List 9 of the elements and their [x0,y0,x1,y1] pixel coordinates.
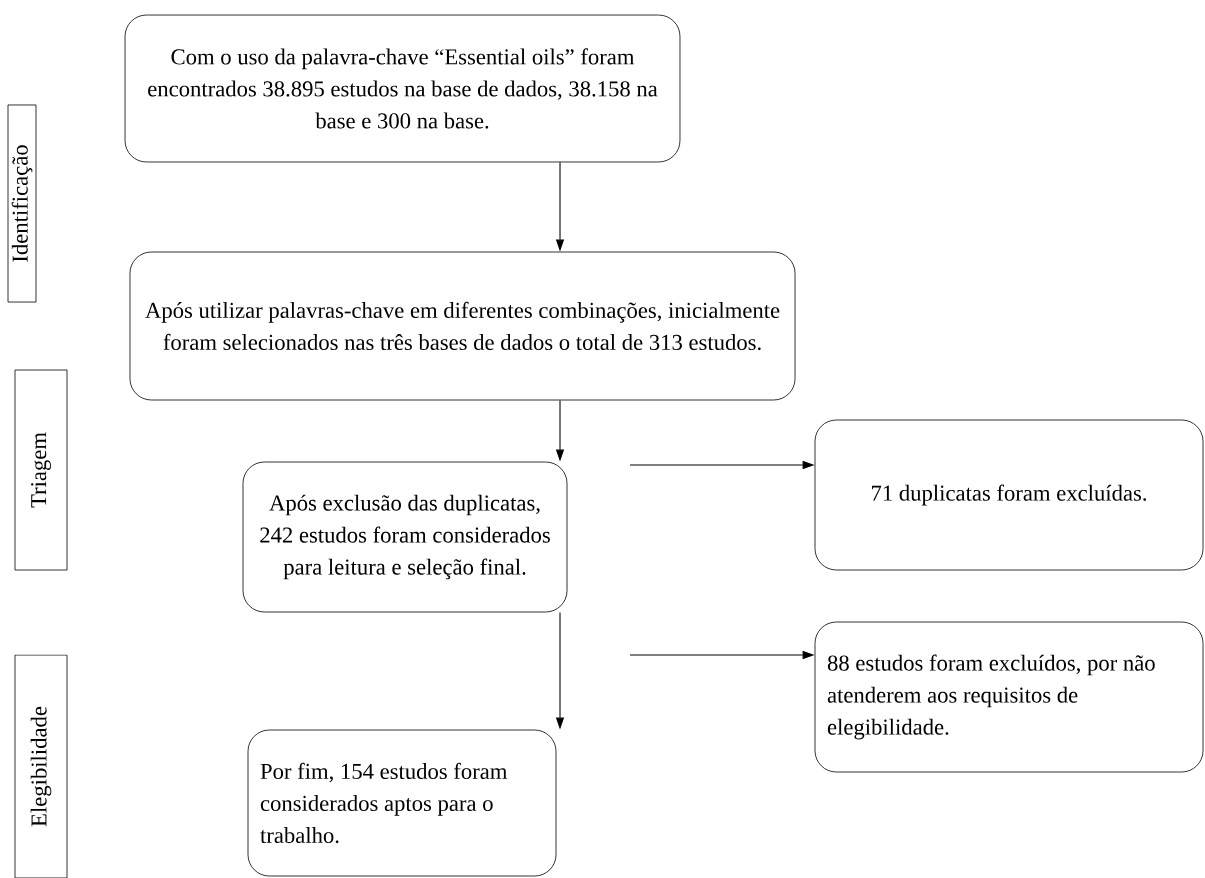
process-box: 88 estudos foram excluídos, por não atenderem aos requisitos de elegibilidade. [814,621,1204,773]
process-box: 71 duplicatas foram excluídas. [814,419,1204,571]
stage-label: Triagem [14,369,68,571]
process-box: Por fim, 154 estudos foram considerados aptos para o trabalho. [247,729,557,877]
process-box: Após utilizar palavras-chave em diferentes combinações, inicialmente foram selecionados nas três bases de dados o total de 313 estudos. [129,251,796,401]
process-box: Após exclusão das duplicatas, 242 estudos foram considerados para leitura e seleção final. [242,461,568,613]
stage-label: Identificação [7,104,37,303]
process-box: Com o uso da palavra-chave “Essential oils” foram encontrados 38.895 estudos na base de dados, 38.158 na base e 300 na base. [124,14,681,163]
stage-label: Elegibilidade [14,654,68,878]
